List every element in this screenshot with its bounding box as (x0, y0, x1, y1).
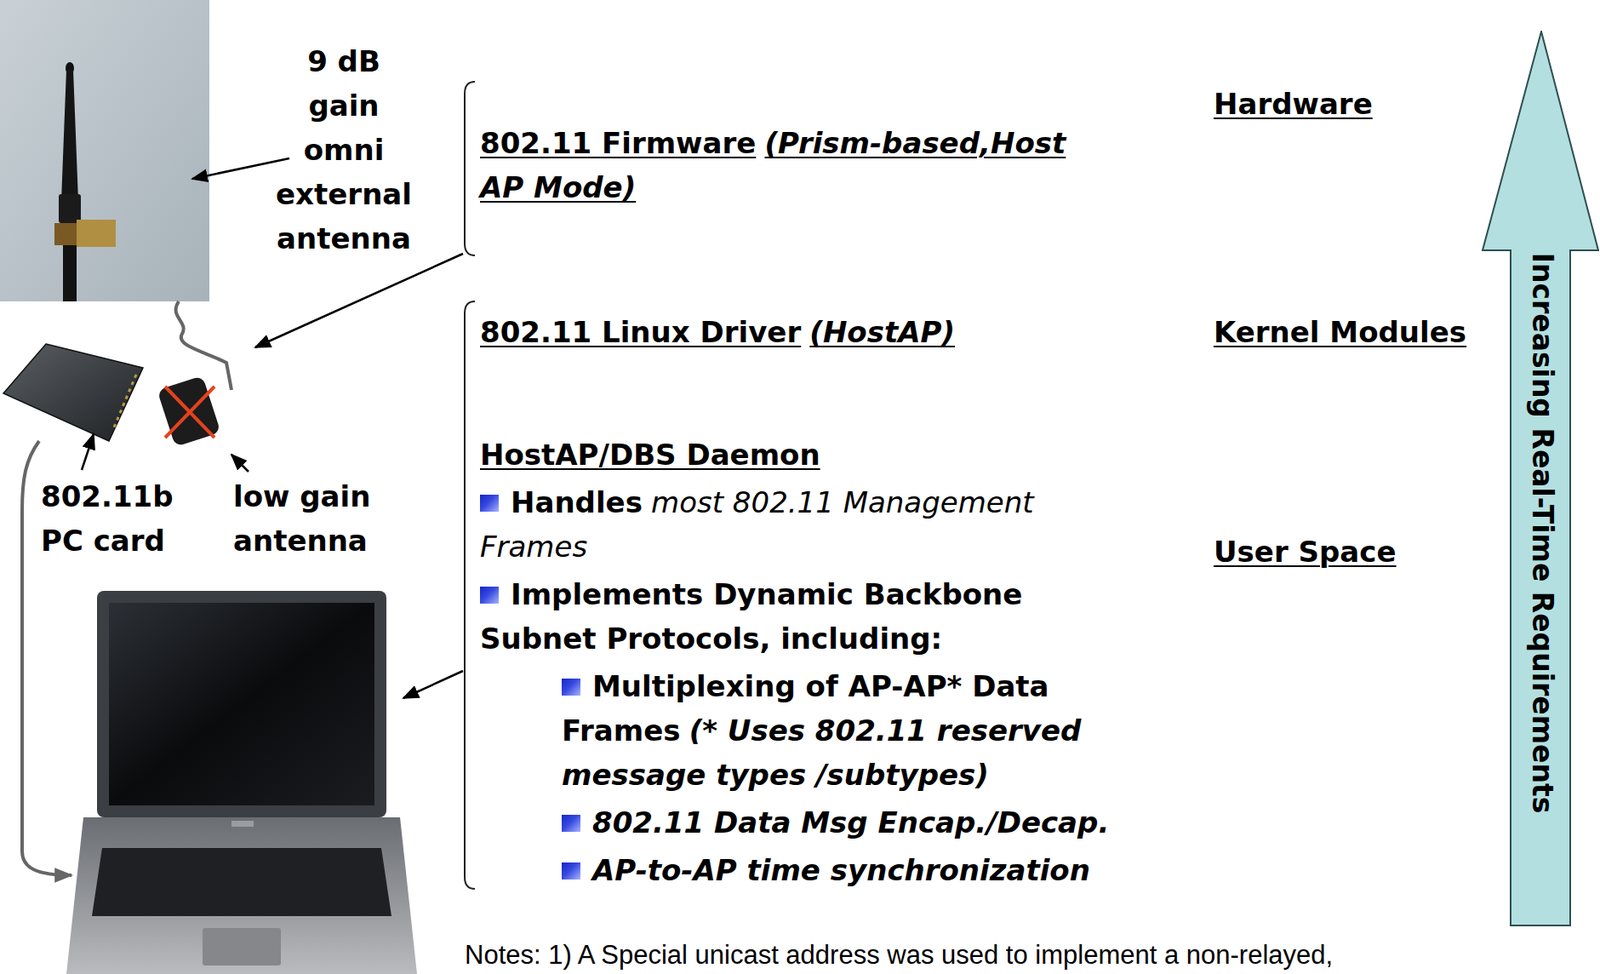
layer-name: Hardware (1213, 81, 1373, 126)
bracket (464, 81, 475, 256)
component-note: (HostAP) (809, 314, 955, 349)
bracket (464, 301, 475, 889)
component-heading-block: HostAP/DBS Daemon (480, 432, 1195, 477)
bullet-text: Handles (510, 485, 643, 520)
laptop-base (66, 817, 418, 974)
callout-group: 802.11b PC card (40, 474, 188, 563)
sub-bullet-item: 802.11 Data Msg Encap./Decap. (561, 800, 1195, 845)
antenna-bracket (76, 219, 116, 247)
daemon-section: HostAP/DBS DaemonHandlesmost 802.11 Mana… (480, 432, 1195, 892)
arrow-outline (1482, 31, 1599, 926)
arrow-label: Increasing Real-Time Requirements (1525, 252, 1560, 814)
component-heading: 802.11 Linux Driver (480, 314, 801, 349)
leader-arrow (192, 158, 290, 179)
layer-heading: 802.11 Linux Driver(HostAP) (480, 309, 955, 355)
callout-group: 9 dB gain omni external antenna (270, 39, 418, 261)
laptop-screen (108, 602, 375, 806)
callout-label: 802.11b PC card (40, 479, 174, 558)
cross-mark (165, 386, 215, 438)
low-gain-antenna (157, 375, 222, 447)
antenna-mount (62, 245, 77, 302)
up-arrow: Increasing Real-Time Requirements (1481, 30, 1600, 926)
footnote: Notes: 1) A Special unicast address was … (464, 939, 1333, 970)
sub-bullet-item: Multiplexing of AP-AP* Data Frames(* Use… (561, 663, 1141, 797)
bullet-text: 802.11 Data Msg Encap./Decap. (592, 805, 1109, 840)
pc-card (3, 343, 143, 441)
layer-heading: 802.11 Firmware(Prism-based,Host AP Mode… (480, 120, 1095, 210)
leader-arrow (231, 454, 249, 472)
antenna-base (58, 194, 81, 223)
bullet-square (561, 862, 581, 880)
bullet-item: Handlesmost 802.11 Management Frames (480, 480, 1093, 569)
antenna-bracket (54, 222, 80, 246)
laptop-touchpad (202, 927, 281, 966)
leader-arrow (255, 253, 463, 348)
callout-label: 9 dB gain omni external antenna (275, 44, 412, 256)
callout-label: low gain antenna (233, 479, 371, 558)
bullet-item: Implements Dynamic Backbone Subnet Proto… (480, 571, 1093, 661)
antenna-cable (176, 301, 232, 390)
laptop-logo (231, 820, 254, 827)
bullet-square (561, 678, 581, 696)
leader-arrow (81, 434, 94, 470)
layer-label: Hardware (1213, 86, 1373, 121)
card-connector (114, 374, 137, 428)
bullet-text: AP-to-AP time synchronization (592, 852, 1091, 887)
laptop-lid (97, 590, 387, 818)
bullet-square (561, 814, 581, 832)
sub-bullet-item: AP-to-AP time synchronization (561, 847, 1195, 892)
layer-name: User Space (1213, 529, 1397, 574)
callout-group: low gain antenna (233, 474, 380, 563)
laptop-keyboard (91, 847, 392, 916)
component-heading: 802.11 Firmware (480, 125, 756, 160)
bullet-square (480, 586, 499, 604)
cross-mark (165, 386, 215, 438)
antenna-photo (0, 0, 210, 302)
layer-name: Kernel Modules (1213, 309, 1467, 355)
note-group: Notes: 1) A Special unicast address was … (464, 939, 1333, 971)
bullet-text: Implements Dynamic Backbone Subnet Proto… (480, 577, 1023, 656)
bullet-square (480, 494, 499, 512)
layer-label: User Space (1213, 534, 1397, 569)
layer-label: Kernel Modules (1213, 314, 1467, 349)
component-heading: HostAP/DBS Daemon (480, 437, 821, 472)
leader-arrow (403, 670, 463, 698)
